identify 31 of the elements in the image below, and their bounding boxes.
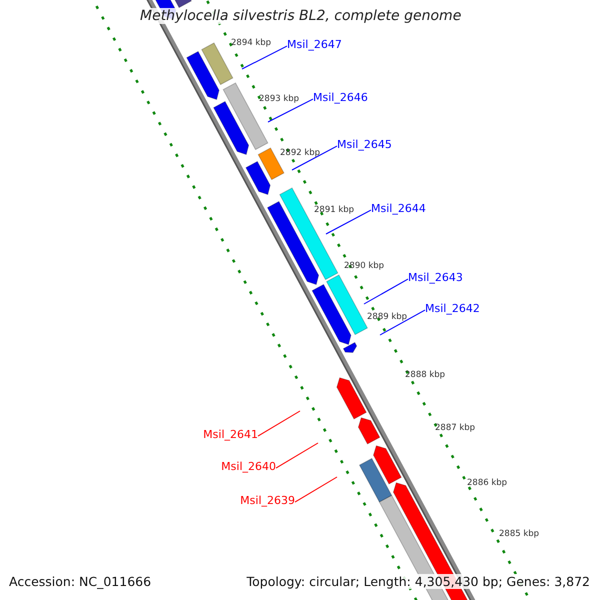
gene-label: Msil_2643	[408, 271, 463, 284]
leader-line	[258, 410, 300, 437]
leader-line	[292, 146, 338, 170]
gene-label: Msil_2646	[313, 91, 368, 104]
gene-label: Msil_2647	[287, 38, 342, 51]
gene-label: Msil_2639	[240, 494, 295, 507]
tick-label: 2891 kbp	[314, 205, 354, 216]
gene-label: Msil_2641	[203, 428, 258, 441]
tick-label: 2888 kbp	[405, 370, 446, 381]
leader-line	[242, 46, 288, 70]
tick-label: 2893 kbp	[259, 94, 300, 105]
leader-line	[276, 442, 318, 469]
title: Methylocella silvestris BL2, complete genome	[140, 8, 460, 24]
genome-info-text: Topology: circular; Length: 4,305,430 bp; Genes: 3,872	[246, 574, 590, 589]
tick-label: 2890 kbp	[344, 261, 384, 272]
leader-line	[380, 310, 426, 336]
tick-label: 2886 kbp	[467, 478, 508, 489]
gene-label: Msil_2642	[425, 302, 480, 315]
leader-line	[294, 476, 338, 503]
accession-text: Accession: NC_011666	[9, 574, 152, 589]
tick-label: 2887 kbp	[435, 423, 476, 434]
gene-label: Msil_2640	[221, 460, 276, 473]
leader-line	[326, 210, 372, 234]
tick-label: 2885 kbp	[499, 529, 540, 540]
gene-label: Msil_2644	[371, 202, 426, 215]
leader-line	[268, 98, 314, 122]
gene-label: Msil_2645	[337, 138, 392, 151]
tick-label: 2889 kbp	[367, 312, 408, 323]
tick-label: 2892 kbp	[280, 148, 320, 159]
tick-label: 2894 kbp	[231, 38, 272, 49]
leader-line	[364, 278, 408, 304]
